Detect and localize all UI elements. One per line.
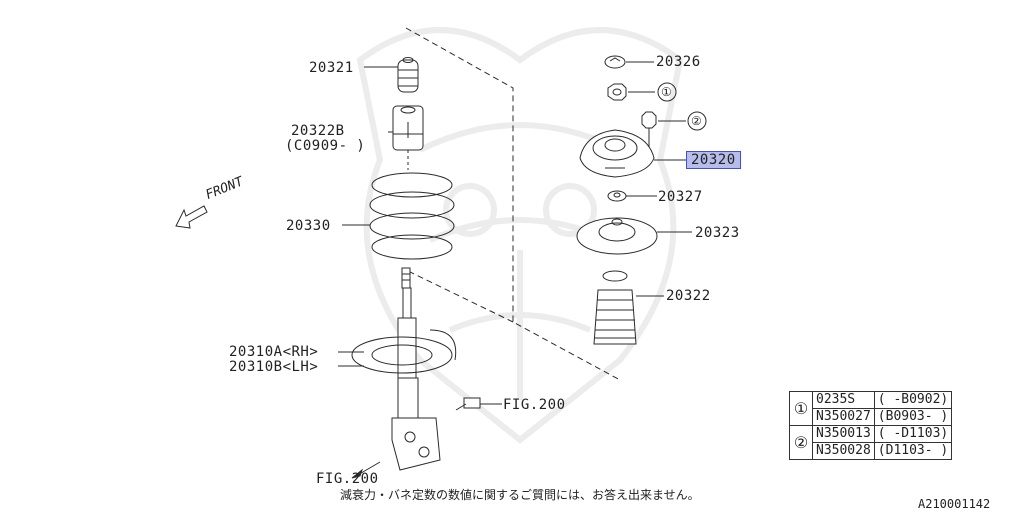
- diagram-id: A210001142: [918, 497, 991, 511]
- part-20322b-sleeve: [392, 105, 424, 151]
- callout-2-circle: [687, 111, 707, 131]
- part-nut-2: [641, 111, 657, 148]
- label-20323: 20323: [695, 225, 740, 241]
- table-cell-part: N350028: [812, 442, 875, 460]
- disclaimer-note: 減衰力・バネ定数の数値に関するご質問には、お答え出来ません。: [340, 488, 700, 502]
- table-group-2: ②: [789, 425, 813, 460]
- part-20327-washer: [607, 190, 627, 202]
- part-20322-boot: [593, 270, 637, 345]
- bolt-fig200: [455, 397, 481, 411]
- part-20321-bumper: [397, 57, 419, 93]
- label-20330: 20330: [286, 218, 331, 234]
- label-20320-highlighted[interactable]: 20320: [686, 151, 741, 169]
- table-row: ① 0235S ( -B0902): [789, 391, 953, 426]
- label-20326: 20326: [656, 54, 701, 70]
- label-20310b: 20310B<LH>: [229, 359, 319, 375]
- table-cell-part: N350013: [812, 425, 875, 443]
- table-cell-range: (B0903- ): [873, 408, 953, 426]
- part-20310-strut: [351, 267, 457, 471]
- parts-table: ① 0235S ( -B0902) N350027 (B0903- ) ② N3…: [789, 391, 953, 460]
- label-20322: 20322: [666, 288, 711, 304]
- callout-1-circle: [657, 82, 677, 102]
- watermark-emblem: [356, 27, 684, 444]
- table-row: N350027 (B0903- ): [790, 408, 953, 426]
- table-cell-range: ( -B0902): [873, 391, 953, 409]
- callout-1: ①: [661, 85, 673, 99]
- part-nut-1: [607, 83, 627, 101]
- part-20320-mount: [579, 129, 655, 178]
- table-row: ② N350013 ( -D1103): [789, 425, 953, 460]
- table-cell-range: (D1103- ): [873, 442, 953, 460]
- label-20321: 20321: [309, 60, 354, 76]
- label-20322b-note: (C0909- ): [285, 138, 366, 154]
- part-20323-seat: [576, 217, 658, 255]
- label-20322b: 20322B: [291, 123, 345, 139]
- table-group-1: ①: [789, 391, 813, 426]
- label-fig200-right[interactable]: FIG.200: [503, 397, 566, 413]
- table-row: N350028 (D1103- ): [790, 442, 953, 460]
- callout-2: ②: [691, 114, 703, 128]
- label-20327: 20327: [658, 189, 703, 205]
- table-cell-part: N350027: [812, 408, 875, 426]
- label-fig200-bottom[interactable]: FIG.200: [316, 471, 379, 487]
- table-cell-part: 0235S: [812, 391, 875, 409]
- table-cell-range: ( -D1103): [873, 425, 953, 443]
- part-20330-coil-spring: [369, 172, 455, 260]
- front-arrow: [175, 205, 208, 229]
- label-20310a: 20310A<RH>: [229, 344, 319, 360]
- dashed-boundary: [405, 27, 621, 381]
- part-20326-cap: [604, 55, 626, 69]
